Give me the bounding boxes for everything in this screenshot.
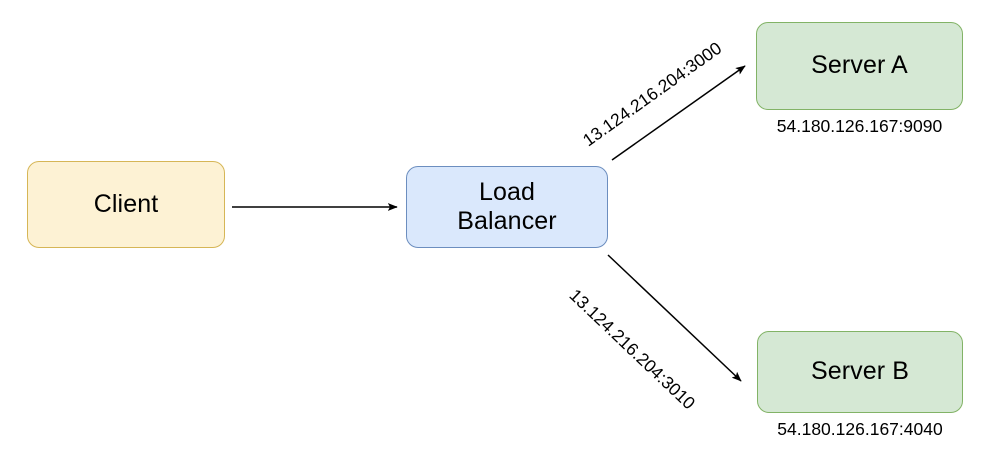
edge-load-balancer-to-server-a	[611, 65, 746, 161]
caption-server-a: 54.180.126.167:9090	[776, 116, 943, 136]
node-server-b-label: Server B	[810, 357, 910, 386]
node-server-a[interactable]: Server A	[756, 22, 963, 110]
node-load-balancer-label: Load Balancer	[457, 177, 557, 236]
caption-server-b: 54.180.126.167:4040	[777, 419, 943, 439]
node-client[interactable]: Client	[27, 161, 225, 248]
node-server-a-label: Server A	[811, 51, 908, 80]
node-load-balancer[interactable]: Load Balancer	[406, 166, 608, 248]
edge-load-balancer-to-server-b	[607, 254, 742, 382]
node-server-b[interactable]: Server B	[757, 331, 963, 413]
node-client-label: Client	[93, 189, 159, 218]
